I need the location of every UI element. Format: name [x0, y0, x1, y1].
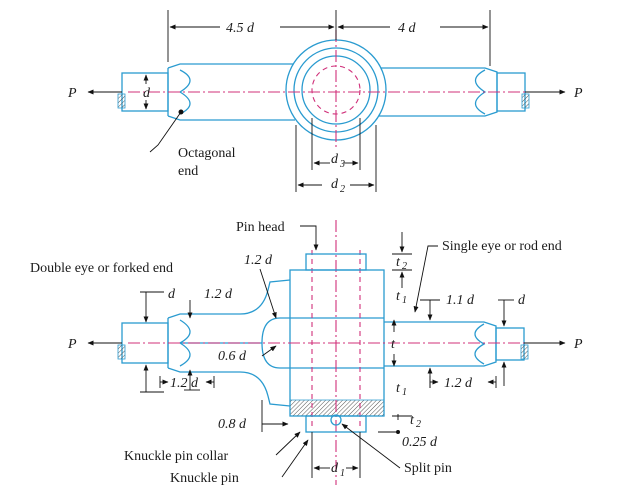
dim-12d-bottom-right: 1.2 d [444, 376, 473, 391]
svg-text:3: 3 [339, 159, 345, 170]
top-view: P P 4.5 d 4 d d d 3 d 2 Octagonal en [67, 10, 583, 195]
dim-025d: 0.25 d [402, 435, 438, 450]
knuckle-pin-collar-label: Knuckle pin collar [124, 449, 229, 464]
svg-text:1: 1 [340, 468, 345, 479]
split-pin-shape [330, 414, 342, 426]
svg-text:2: 2 [416, 419, 421, 430]
knuckle-pin-label: Knuckle pin [170, 471, 239, 486]
dim-d3: d [331, 152, 339, 167]
top-force-right-label: P [573, 86, 583, 101]
dim-t: t [391, 337, 396, 352]
bottom-view: P P Pin head Double eye or forked end Si… [30, 220, 583, 486]
svg-text:2: 2 [402, 261, 407, 272]
dim-12d-bottom-left: 1.2 d [170, 376, 199, 391]
dim-d1: d [331, 461, 339, 476]
top-eye [285, 30, 387, 150]
top-force-left-label: P [67, 86, 77, 101]
bottom-force-left-label: P [67, 337, 77, 352]
pin-head-label: Pin head [236, 220, 285, 235]
knuckle-collar-shape [305, 415, 367, 433]
dim-06d: 0.6 d [218, 349, 247, 364]
svg-text:2: 2 [340, 184, 345, 195]
dim-top-d: d [143, 86, 151, 101]
split-pin-label: Split pin [404, 461, 452, 476]
pin-head-shape [305, 253, 367, 271]
dim-08d: 0.8 d [218, 417, 247, 432]
svg-text:1: 1 [402, 387, 407, 398]
dim-12d-left: 1.2 d [204, 287, 233, 302]
svg-text:1: 1 [402, 295, 407, 306]
eye-rod [384, 321, 529, 367]
octagonal-label-2: end [178, 164, 198, 179]
dim-t2-bottom: t [410, 413, 415, 428]
dim-d-right: d [518, 293, 526, 308]
double-eye-label: Double eye or forked end [30, 261, 173, 276]
single-eye-label: Single eye or rod end [442, 239, 562, 254]
dim-d-left: d [168, 287, 176, 302]
dim-d2: d [331, 177, 339, 192]
dim-11d: 1.1 d [446, 293, 475, 308]
dim-t1-top: t [396, 289, 401, 304]
fork-body [289, 220, 385, 485]
dim-left-length: 4.5 d [226, 21, 255, 36]
dim-t2-top: t [396, 255, 401, 270]
bottom-force-right-label: P [573, 337, 583, 352]
dim-right-length: 4 d [398, 21, 417, 36]
octagonal-label-1: Octagonal [178, 146, 236, 161]
dim-t1-bottom: t [396, 381, 401, 396]
dim-12d-top: 1.2 d [244, 253, 273, 268]
